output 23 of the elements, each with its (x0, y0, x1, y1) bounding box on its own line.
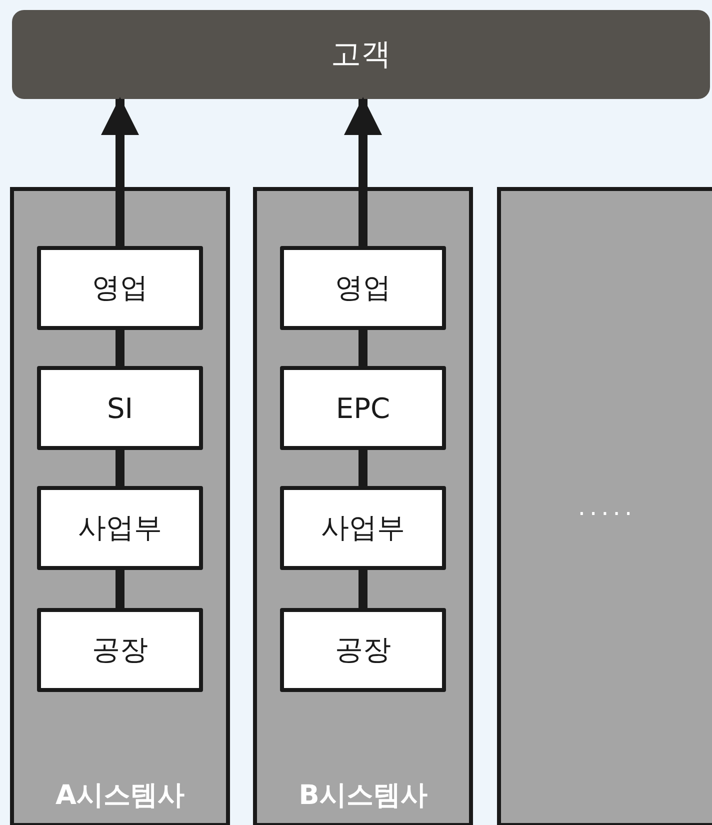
connector-line (116, 450, 124, 486)
connector-line (358, 450, 368, 486)
panel-title: A시스템사 (54, 779, 186, 813)
arrow (101, 97, 139, 246)
arrow (344, 97, 382, 246)
connector-line (116, 570, 124, 608)
ellipsis-text: ..... (578, 493, 636, 521)
process-box: 영업 (280, 246, 446, 330)
process-box: 공장 (280, 608, 446, 692)
panel-title: B시스템사 (298, 779, 428, 813)
process-box: SI (37, 366, 203, 450)
system-panel (497, 187, 712, 825)
process-box: 사업부 (280, 486, 446, 570)
connector-line (116, 330, 124, 366)
process-box: EPC (280, 366, 446, 450)
process-box: 영업 (37, 246, 203, 330)
customer-bar: 고객 (12, 10, 710, 99)
process-box: 사업부 (37, 486, 203, 570)
process-box: 공장 (37, 608, 203, 692)
system-panel (10, 187, 230, 825)
connector-line (358, 570, 368, 608)
connector-line (358, 330, 368, 366)
system-panel (253, 187, 473, 825)
